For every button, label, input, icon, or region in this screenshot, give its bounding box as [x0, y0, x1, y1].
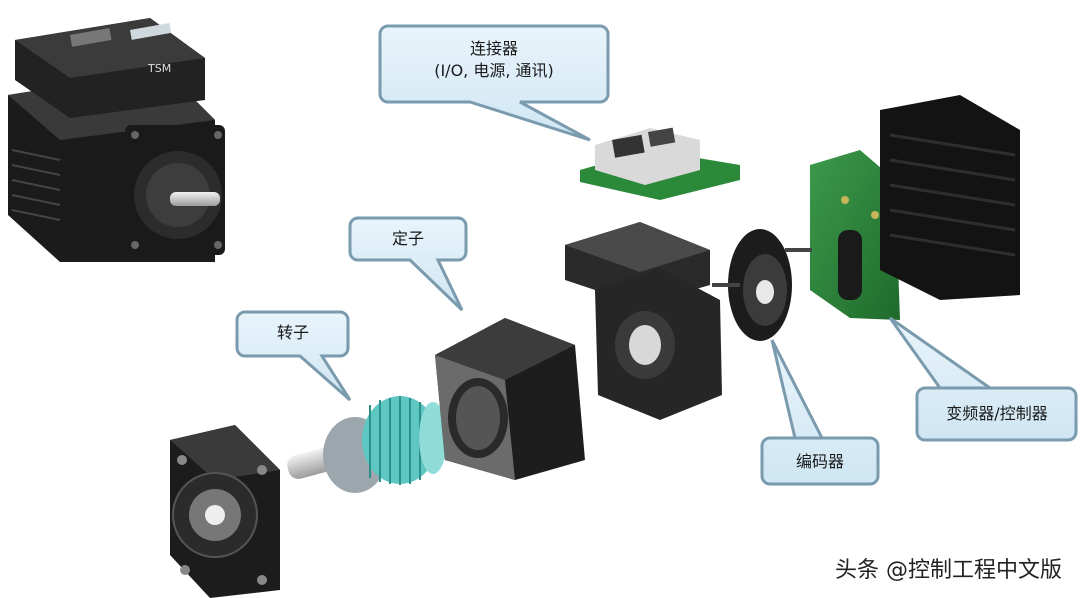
stator-label: 定子 [391, 229, 424, 248]
product-brand-label: TSM [147, 62, 171, 75]
heatsink-cover-part [880, 95, 1020, 300]
assembled-motor-image: TSM [8, 18, 225, 262]
driver-pcb-part [785, 150, 900, 320]
callout-rotor [235, 310, 352, 402]
rotor-label: 转子 [276, 323, 309, 342]
callout-driver [888, 316, 1078, 442]
driver-label: 变频器/控制器 [946, 404, 1048, 423]
connector-title: 连接器 [469, 39, 518, 58]
callout-stator [348, 216, 468, 312]
callout-encoder [760, 339, 880, 486]
watermark-text: 头条 @控制工程中文版 [835, 558, 1062, 583]
encoder-housing-part [565, 222, 722, 420]
connector-label: 连接器 (I/O, 电源, 通讯) [382, 38, 606, 82]
encoder-label: 编码器 [795, 452, 844, 471]
callout-connector [378, 24, 610, 142]
connector-subtitle: (I/O, 电源, 通讯) [434, 61, 554, 80]
rotor-part [287, 396, 447, 493]
encoder-disc-part [712, 229, 792, 341]
front-end-plate [170, 425, 280, 598]
connector-board-part [580, 127, 740, 200]
stator-part [435, 318, 585, 480]
